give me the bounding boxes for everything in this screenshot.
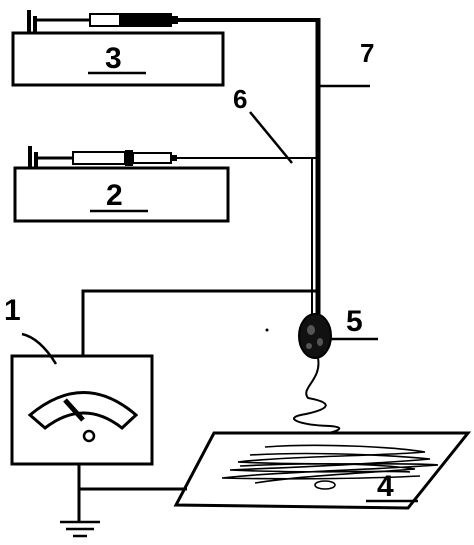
pump-3-body [11, 31, 225, 87]
label-3: 3 [105, 42, 122, 75]
meter-icon [27, 391, 139, 443]
label-1: 1 [4, 294, 21, 327]
label-6: 6 [233, 84, 247, 114]
power-supply: 1 [4, 294, 154, 466]
syringe-2-icon [28, 146, 318, 168]
label-4: 4 [377, 470, 394, 503]
ground-icon [60, 520, 100, 538]
wiring [77, 289, 318, 522]
label-2: 2 [106, 179, 123, 212]
fiber-mat [221, 444, 439, 490]
feed-tubes: 7 6 [233, 18, 374, 320]
syringe-pump-2: 2 [13, 146, 318, 223]
leader-6 [249, 111, 293, 164]
spinneret: 5 [298, 305, 378, 359]
label-7: 7 [360, 38, 374, 68]
leader-1 [21, 332, 58, 365]
label-5: 5 [346, 305, 363, 338]
syringe-3-icon [27, 10, 318, 32]
syringe-pump-3: 3 [11, 10, 318, 87]
stray-dot [265, 328, 269, 332]
collector: 4 [173, 431, 472, 510]
